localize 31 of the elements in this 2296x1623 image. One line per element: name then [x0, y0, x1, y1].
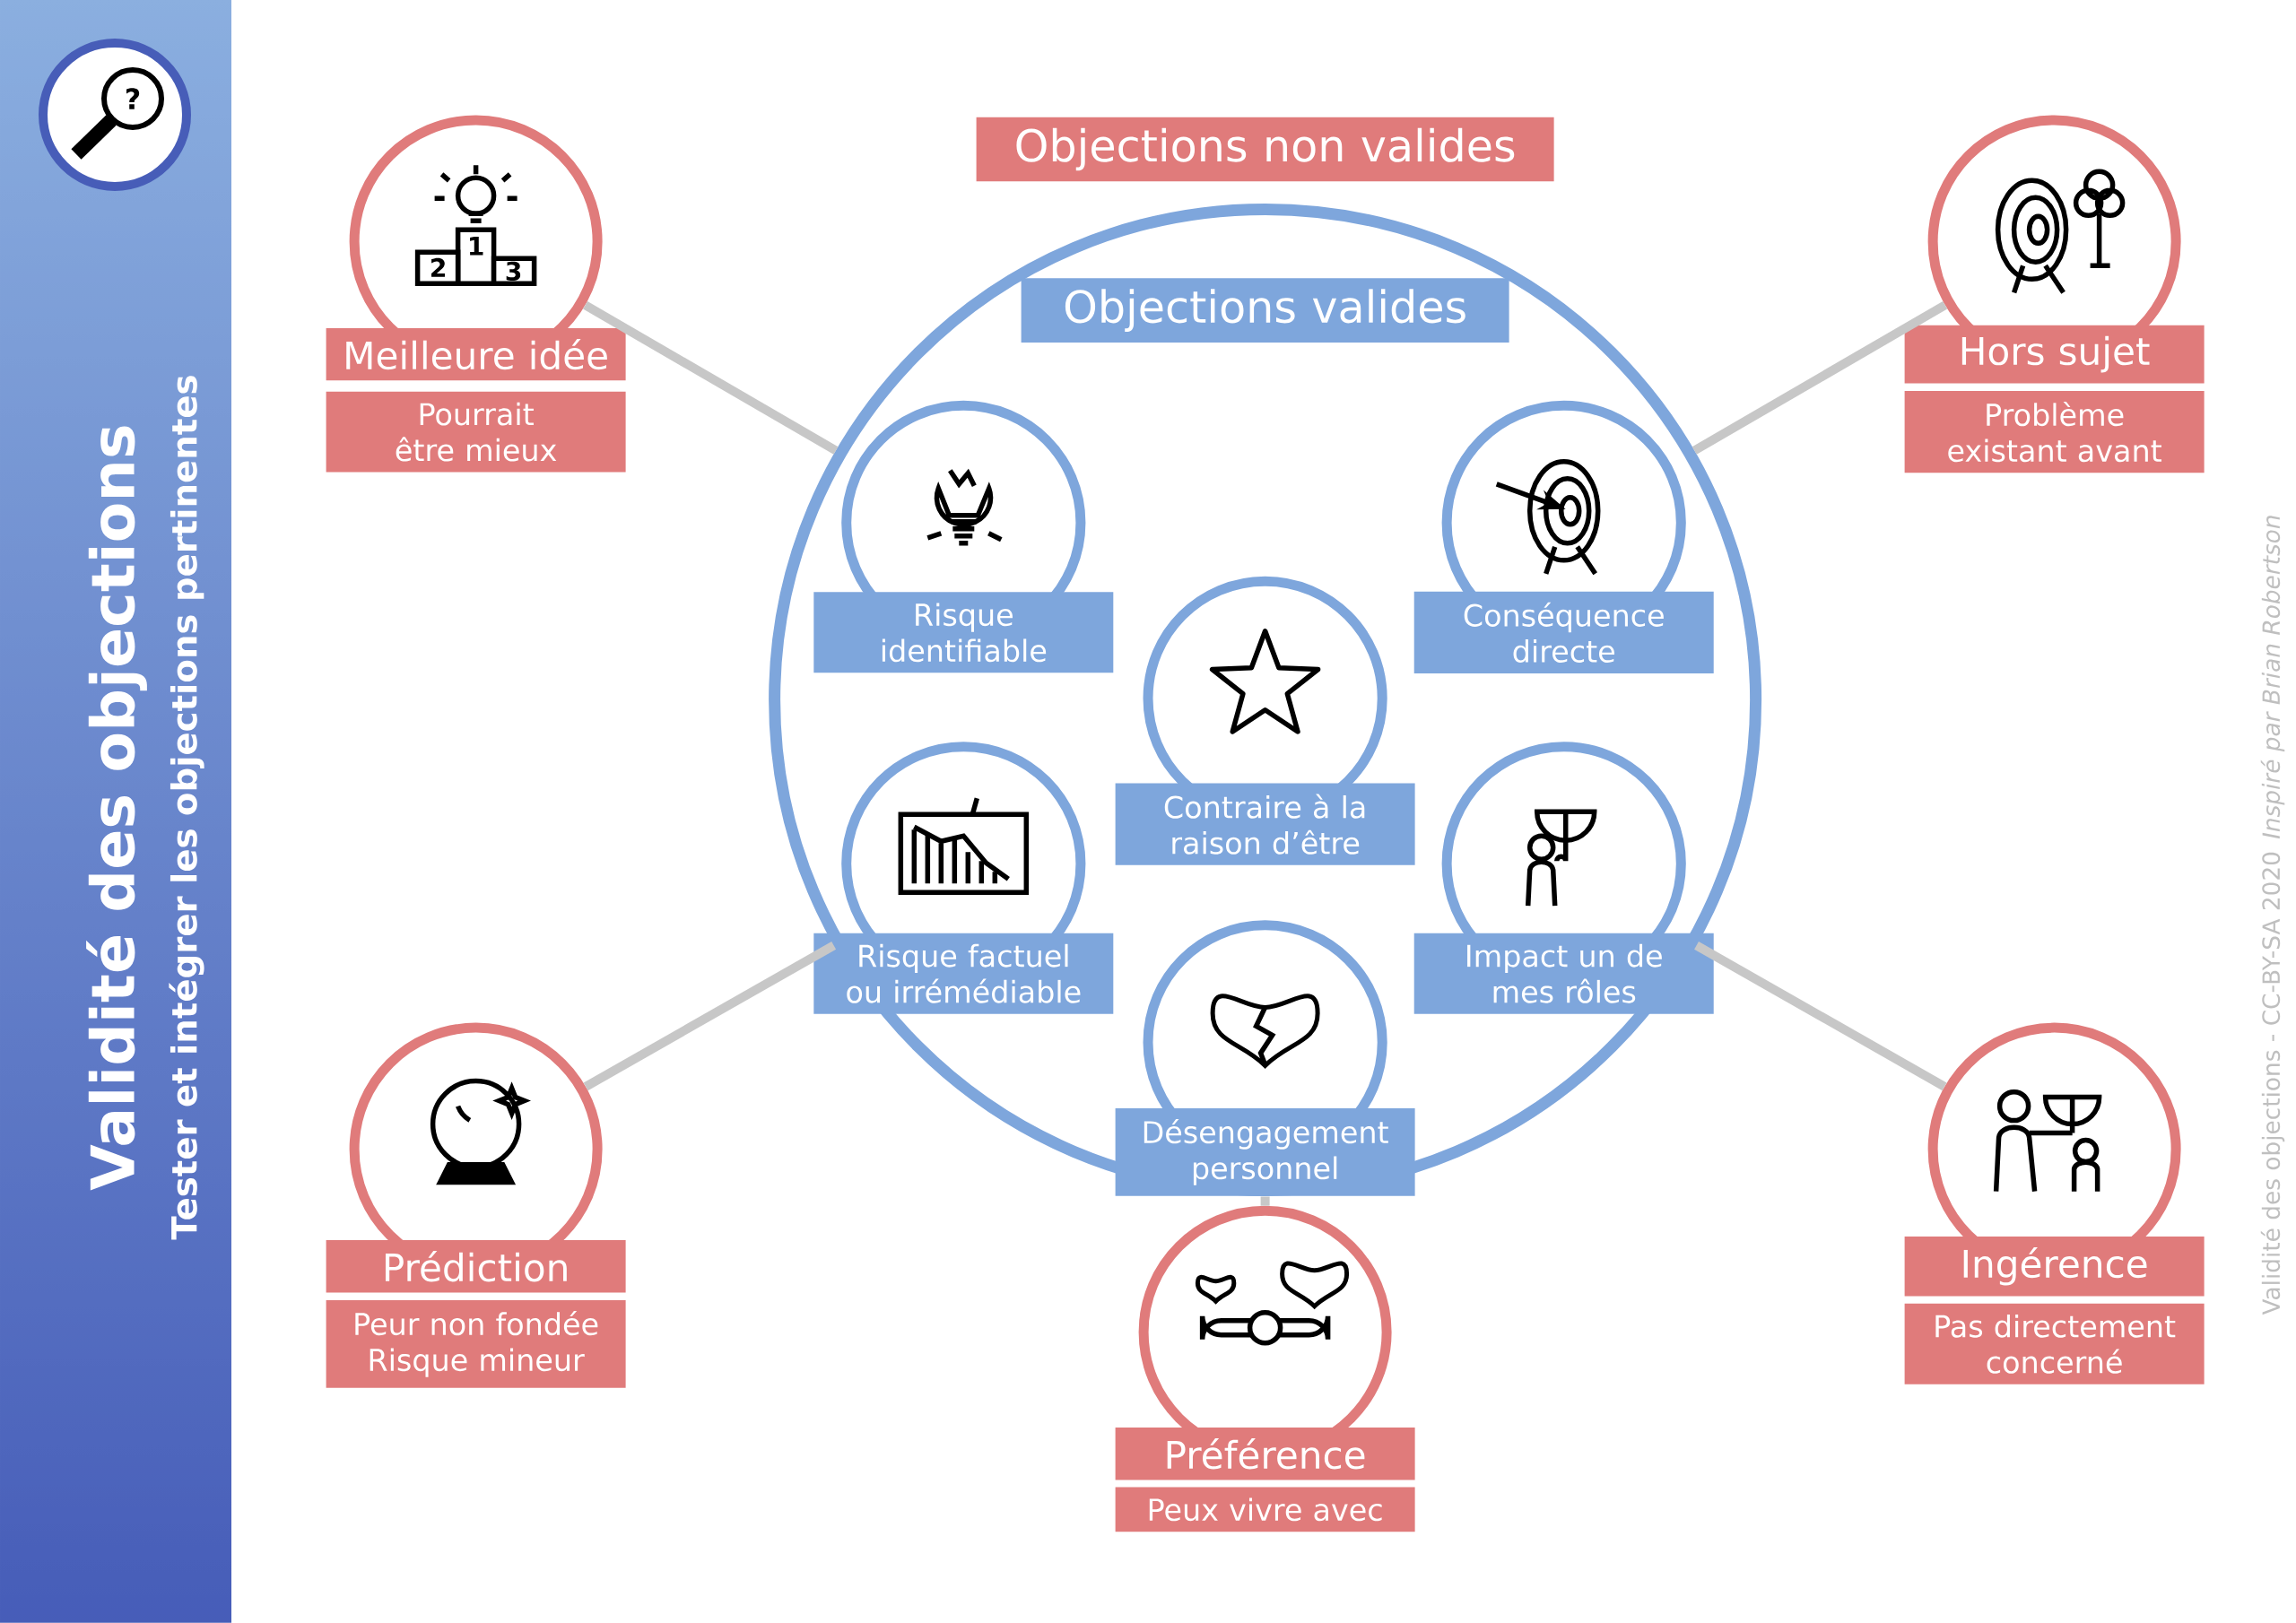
group-label: Objections non valides	[976, 117, 1554, 182]
title-box: Ingérence	[1904, 1236, 2205, 1297]
title-box: Meilleure idée	[326, 327, 626, 381]
subtitle-box: Peux vivre avec	[1115, 1487, 1415, 1532]
label-box: Contraire à la raison d’être	[1115, 783, 1415, 865]
podium-number: 2	[431, 257, 445, 277]
podium-number: 3	[506, 261, 521, 281]
subtitle: Tester et intégrer les objections pertinentes	[169, 376, 204, 1240]
connector-line	[583, 300, 839, 455]
podium-number: 1	[470, 237, 483, 256]
title-box: Prédiction	[326, 1240, 626, 1293]
title-box: Hors sujet	[1904, 325, 2205, 384]
subtitle-box: Pas directement concerné	[1904, 1303, 2205, 1384]
label-box: Impact un de mes rôles	[1413, 933, 1714, 1014]
author-credit: Inspiré par Brian Robertson	[2260, 516, 2285, 839]
subtitle-box: Problème existant avant	[1904, 391, 2205, 473]
label-box: Désengagement personnel	[1115, 1108, 1415, 1196]
title-box: Préférence	[1115, 1428, 1415, 1480]
label-box: Risque factuel ou irrémédiable	[813, 933, 1114, 1014]
question-mark: ?	[126, 88, 140, 109]
subtitle-box: Pourrait être mieux	[326, 391, 626, 473]
label-box: Risque identifiable	[813, 592, 1114, 673]
subtitle-box: Peur non fondée Risque mineur	[326, 1299, 626, 1388]
connector-line	[1260, 1196, 1270, 1206]
connector-line	[1694, 942, 1947, 1091]
title: Validité des objections	[86, 426, 147, 1191]
group-label: Objections valides	[1021, 278, 1509, 343]
credit-text: Validité des objections - CC-BY-SA 2020	[2260, 852, 2285, 1315]
connector-line	[583, 942, 837, 1091]
label-box: Conséquence directe	[1413, 591, 1714, 673]
connector-line	[1692, 300, 1948, 455]
